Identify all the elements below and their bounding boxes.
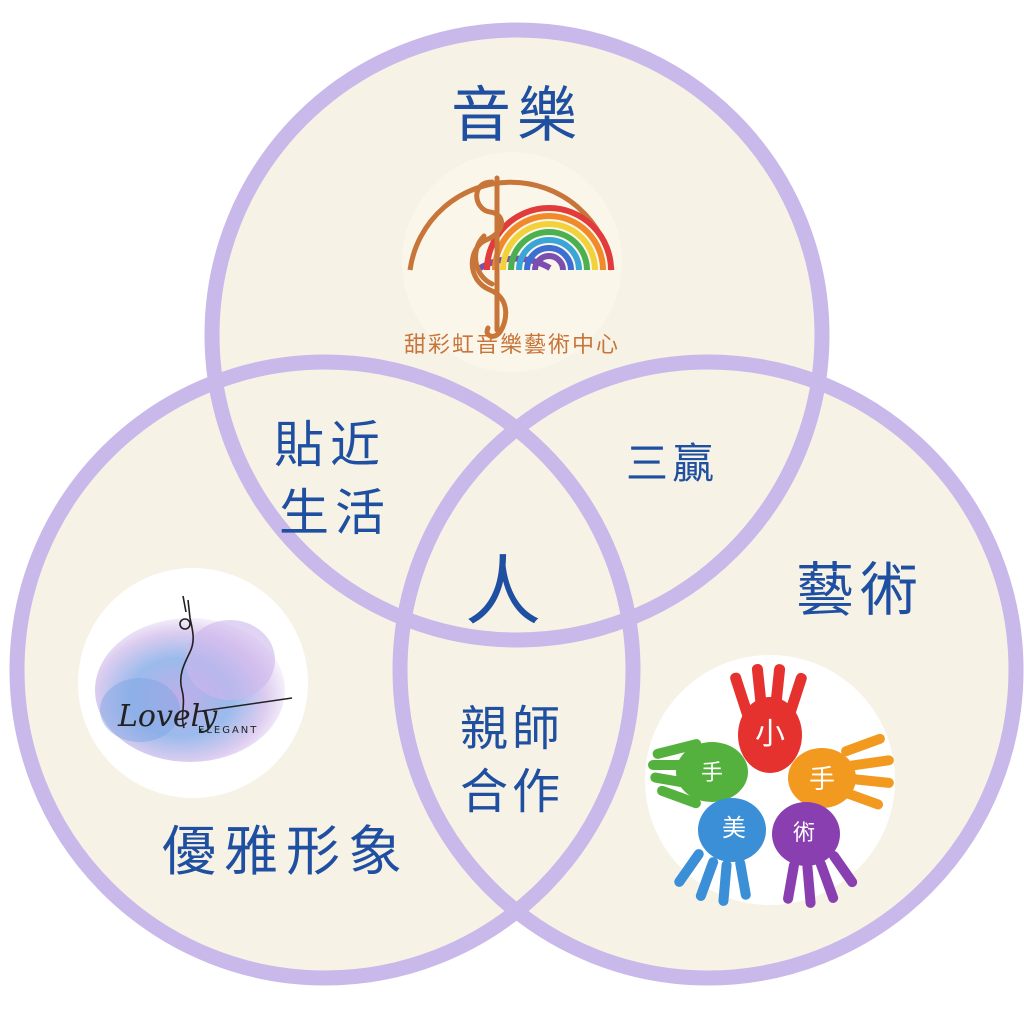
elegance-title: 優雅形象: [162, 820, 410, 883]
lovely-logo-splash-3: [100, 678, 180, 742]
red-hand: [730, 664, 807, 773]
circle-elegance: [9, 354, 641, 986]
rainbow-icon: [478, 205, 614, 271]
music-title: 音樂: [451, 81, 583, 151]
music-logo-text: 甜彩虹音樂藝術中心: [404, 333, 620, 358]
overlap-art-elegance-line2: 合作: [460, 764, 564, 820]
lovely-underline: [194, 697, 293, 713]
center-label: 人: [465, 547, 541, 636]
circle-strokes: [9, 22, 1024, 986]
overlap-music-elegance-line2: 生活: [279, 484, 391, 542]
lovely-script-text: Lovely: [117, 699, 218, 734]
hands-char-2: 手: [809, 765, 835, 795]
painted-hands-icon: [648, 664, 894, 908]
hands-char-5: 手: [701, 761, 723, 786]
blue-hand: [674, 798, 766, 906]
overlap-music-elegance-line1: 貼近: [274, 416, 386, 474]
hands-char-1: 小: [755, 717, 785, 752]
green-hand: [648, 739, 748, 809]
overlap-art-elegance-line1: 親師: [460, 701, 564, 757]
orange-hand: [788, 733, 894, 810]
art-title: 藝術: [796, 556, 924, 624]
lovely-sub-text: ELEGANT: [198, 725, 258, 736]
violin-icon: [469, 175, 509, 339]
music-logo: 甜彩虹音樂藝術中心: [402, 152, 622, 372]
circle-music: [204, 22, 830, 648]
lovely-logo: Lovely ELEGANT: [78, 568, 308, 798]
purple-hand: [772, 802, 858, 908]
overlap-music-art: 三贏: [626, 439, 718, 488]
hands-char-4: 術: [793, 821, 815, 846]
circle-fills: [17, 30, 1016, 978]
circle-art: [392, 354, 1024, 986]
hands-logo: 小 手 美 術 手: [645, 655, 895, 908]
dancer-silhouette-icon: [179, 595, 194, 729]
lovely-logo-splash-2: [185, 620, 275, 700]
hands-char-3: 美: [722, 814, 746, 842]
